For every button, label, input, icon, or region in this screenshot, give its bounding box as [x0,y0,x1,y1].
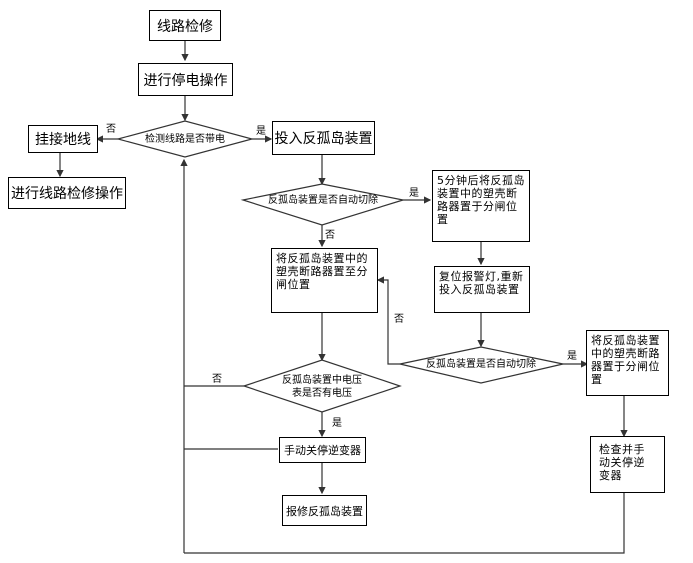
node-put-anti-island: 投入反孤岛装置 [272,121,375,155]
decision-auto-cut-1 [240,183,404,226]
decision-voltmeter [242,359,402,413]
node-start-text: 线路检修 [157,18,213,35]
node-manual-stop-inverter: 手动关停逆变器 [279,437,366,463]
decision-auto-cut-1-text: 反孤岛装置是否自动切除 [268,195,378,206]
decision-voltmeter-text: 反孤岛装置中电压表是否有电压 [270,374,374,400]
label-voltmeter-yes: 是 [332,418,342,429]
node-start: 线路检修 [149,10,221,41]
decision-auto-cut-2-text: 反孤岛装置是否自动切除 [426,359,536,370]
arrow-autocut2-no [376,276,400,365]
node-repair-device: 报修反孤岛装置 [282,495,367,526]
decision-check-live [115,120,255,158]
node-reset-alarm: 复位报警灯,重新投入反孤岛装置 [434,266,530,313]
decision-voltmeter-line1: 反孤岛装置中电压 [282,375,362,386]
label-autocut2-no: 否 [394,314,404,325]
decision-auto-cut-2 [399,346,564,384]
label-check-no: 否 [106,124,116,135]
label-voltmeter-no: 否 [212,374,222,385]
node-put-anti-island-text: 投入反孤岛装置 [274,131,373,147]
node-power-off: 进行停电操作 [138,63,233,96]
label-check-yes: 是 [256,126,266,137]
node-manual-stop-inverter-text: 手动关停逆变器 [284,444,361,457]
node-breaker-off-2: 将反孤岛装置中的塑壳断路器置于分闸位置 [586,330,669,396]
node-do-repair: 进行线路检修操作 [8,177,126,209]
line-checkstop-return [184,493,625,554]
node-do-repair-text: 进行线路检修操作 [11,186,123,202]
node-manual-breaker: 将反孤岛装置中的塑壳断路器置至分闸位置 [271,248,378,313]
node-power-off-text: 进行停电操作 [143,72,228,89]
label-autocut2-yes: 是 [567,351,577,362]
node-wait-breaker: 5分钟后将反孤岛装置中的塑壳断路器置于分闸位置 [432,170,530,242]
decision-check-live-text: 检测线路是否带电 [145,134,225,145]
label-autocut1-yes: 是 [409,188,419,199]
node-repair-device-text: 报修反孤岛装置 [286,504,363,518]
node-hang-ground-text: 挂接地线 [35,132,91,148]
node-check-stop-inverter: 检查并手动关停逆变器 [590,436,665,493]
node-hang-ground: 挂接地线 [28,125,98,153]
decision-voltmeter-line2: 表是否有电压 [292,388,352,399]
label-autocut1-no: 否 [325,230,335,241]
